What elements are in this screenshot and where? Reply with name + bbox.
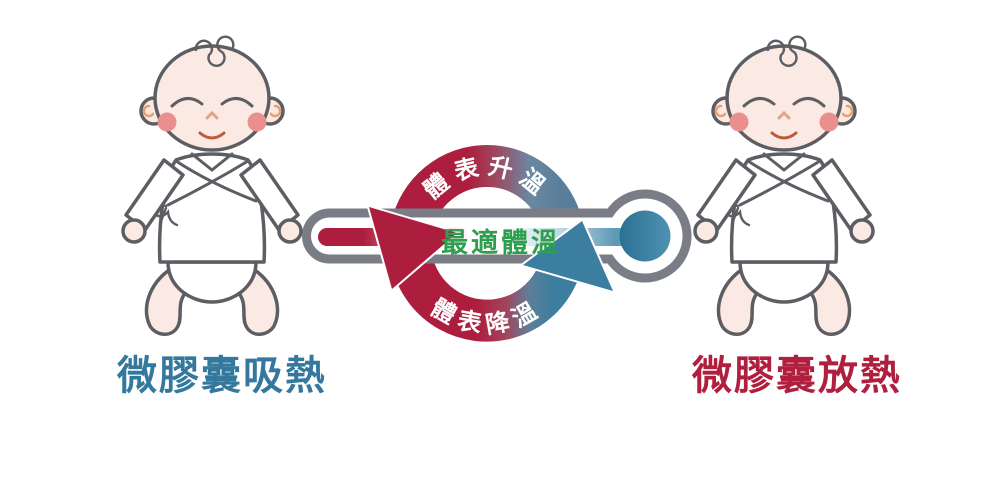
left-caption: 微膠囊吸熱	[116, 354, 327, 398]
thermometer-bulb	[619, 210, 671, 262]
warm-arrowhead-icon	[367, 205, 459, 291]
cool-arrowhead-icon	[521, 219, 615, 293]
cycle-top-arc	[393, 145, 585, 237]
optimal-temperature-label: 最適體溫	[441, 227, 561, 258]
baby-right-illustration	[693, 34, 875, 337]
right-caption: 微膠囊放熱	[691, 354, 902, 398]
baby-left-illustration	[121, 34, 303, 337]
